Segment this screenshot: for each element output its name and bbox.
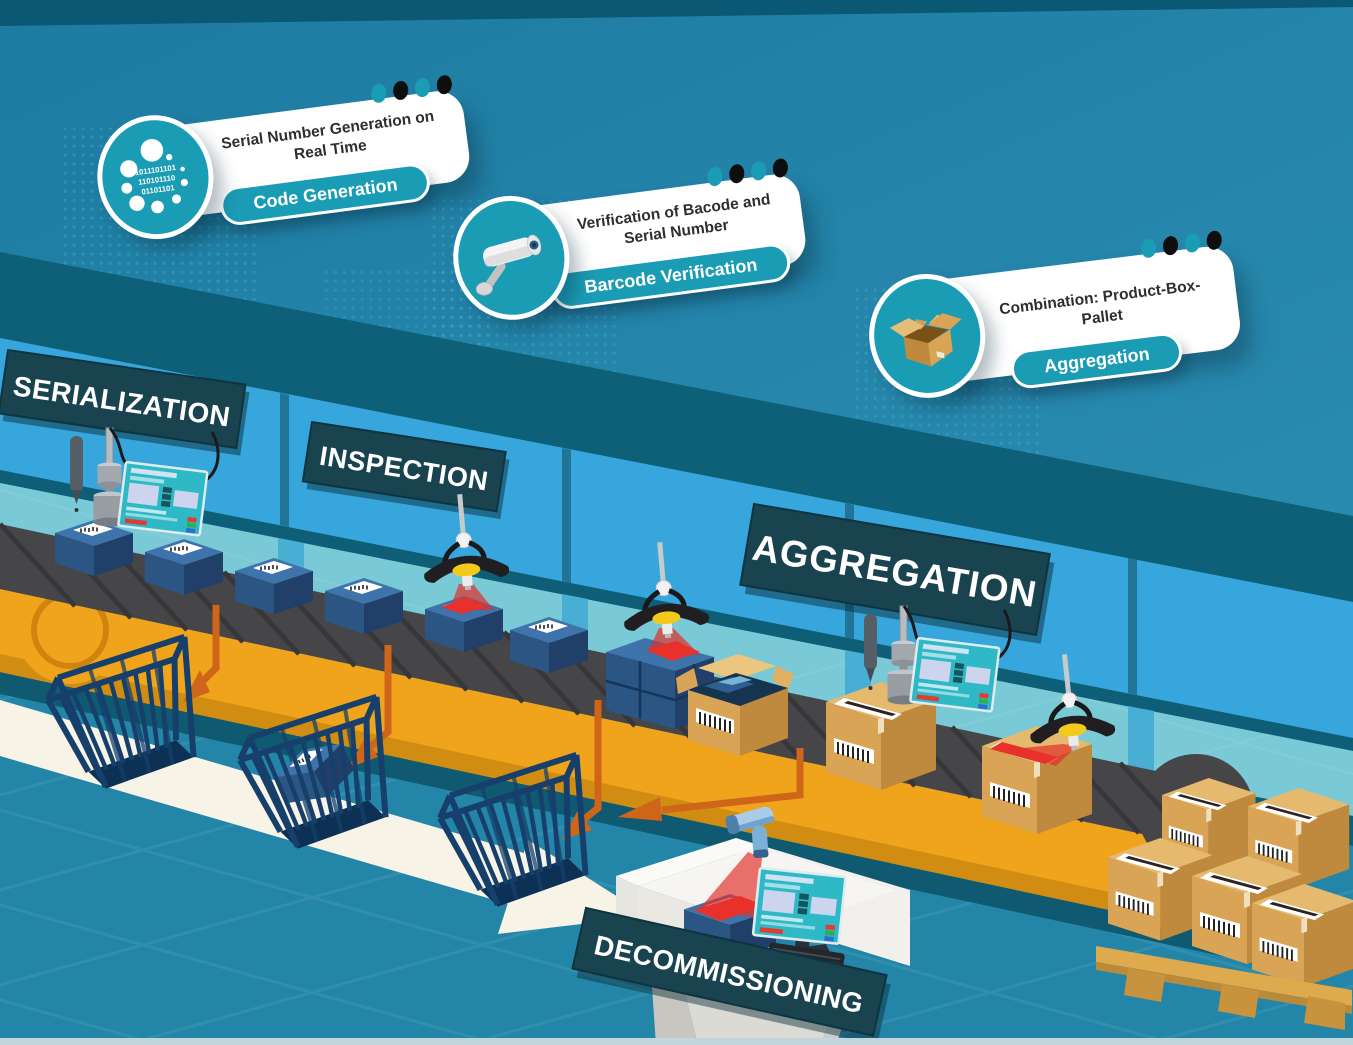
- conveyor-frame: [0, 589, 1240, 938]
- bottom-edge-strip: [0, 1038, 1353, 1045]
- dot-icon: [392, 80, 410, 101]
- dot-icon: [1140, 237, 1158, 259]
- scan-beam-target: [990, 742, 1058, 764]
- cctv-camera-graphic: [475, 234, 542, 296]
- dot-icon: [706, 166, 724, 187]
- callout-barcode-verification: Verification of Bacode and Serial Number…: [445, 157, 809, 327]
- sign-serialization: SERIALIZATION: [0, 348, 250, 456]
- dot-icon: [771, 157, 789, 179]
- wall-fascia: [0, 252, 1353, 602]
- dot-icon: [413, 77, 432, 98]
- line-equipment: [69, 427, 1117, 766]
- reject-baskets: [45, 633, 589, 907]
- dot-icon: [435, 74, 453, 95]
- callout-aggregation: Combination: Product-Box-Pallet Aggregat…: [862, 229, 1243, 405]
- wooden-pallet: [1096, 946, 1352, 1030]
- callout-code-generation: Serial Number Generation on Real Time Co…: [89, 74, 473, 247]
- dot-icon: [1161, 235, 1180, 256]
- open-box-icon: [862, 267, 993, 405]
- callout-title: Combination: Product-Box-Pallet: [980, 261, 1221, 343]
- reject-basket: [437, 751, 589, 907]
- scanner-beam-target: [694, 896, 766, 921]
- top-edge-strip: [0, 0, 1353, 26]
- dot-icon: [728, 163, 746, 185]
- status-monitor: [908, 636, 1001, 713]
- open-carton: [676, 654, 794, 756]
- cctv-camera-icon: [445, 188, 577, 327]
- status-monitor: [116, 460, 209, 537]
- callout-title-line1: Combination: Product-Box-Pallet: [998, 276, 1202, 329]
- conveyor-shadow: [0, 672, 1240, 960]
- binary-disc-graphic: 1011101101 110101110 01101101: [120, 138, 188, 214]
- reject-basket-with-product: [237, 693, 389, 849]
- dot-icon: [370, 83, 388, 104]
- dot-icon: [750, 160, 768, 182]
- pallet-stack: [1096, 777, 1353, 1030]
- reject-basket: [45, 633, 197, 789]
- scan-beam-target: [441, 598, 486, 614]
- glass-pillar: [1128, 706, 1154, 776]
- kiosk-monitor: [751, 866, 847, 946]
- binary-line: 01101101: [141, 183, 176, 196]
- open-box-graphic: [889, 313, 962, 367]
- scan-beam-target: [646, 641, 700, 661]
- dot-icon: [1183, 232, 1201, 254]
- pallet-carton: [1251, 883, 1353, 988]
- binary-disc-icon: 1011101101 110101110 01101101: [89, 108, 222, 247]
- dot-icon: [1205, 229, 1223, 251]
- handheld-scanner-icon: [725, 806, 775, 859]
